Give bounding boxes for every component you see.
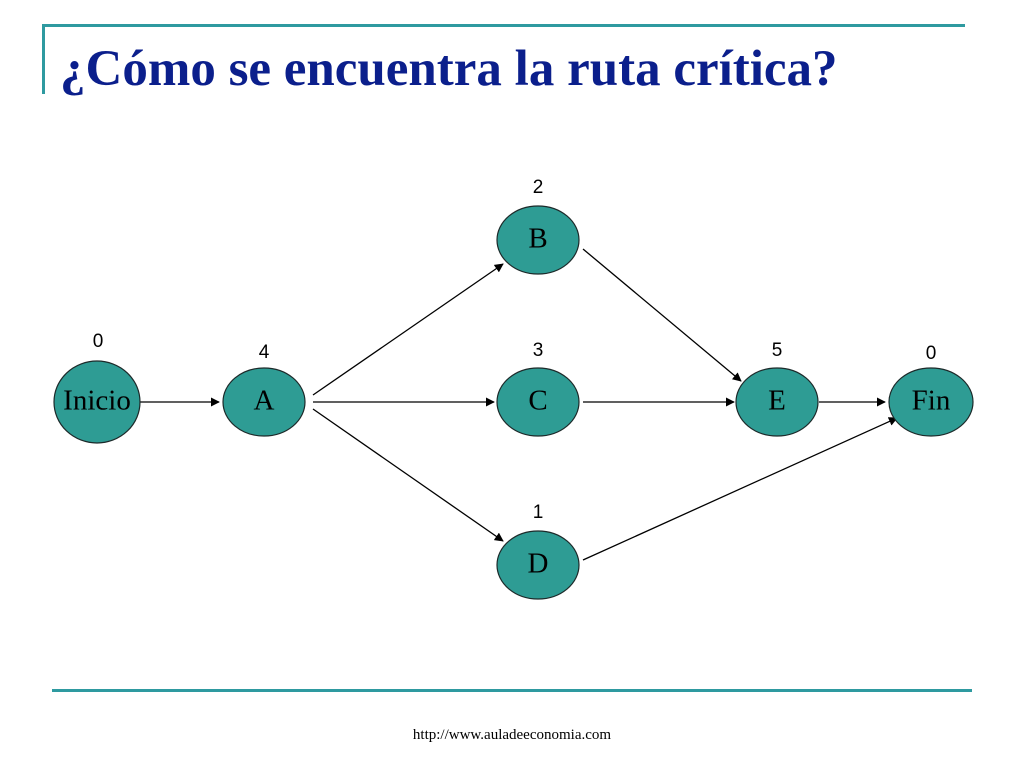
edge-b-e xyxy=(582,248,742,382)
slide-title: ¿Cómo se encuentra la ruta crítica? xyxy=(60,41,838,97)
node-b xyxy=(496,205,580,275)
node-a xyxy=(222,367,306,437)
node-b-label: B xyxy=(528,223,547,255)
node-a-duration: 4 xyxy=(259,342,270,363)
node-d xyxy=(496,530,580,600)
node-c-label: C xyxy=(528,385,547,417)
accent-top-line xyxy=(42,24,965,27)
edge-a-d xyxy=(312,408,504,542)
node-fin xyxy=(888,367,974,437)
node-c-duration: 3 xyxy=(533,340,544,361)
node-inicio xyxy=(53,360,141,444)
accent-left-stub xyxy=(42,24,45,94)
footer-url: http://www.auladeeconomia.com xyxy=(412,727,612,743)
node-fin-duration: 0 xyxy=(926,343,937,364)
edge-d-fin xyxy=(582,417,898,561)
edge-a-b xyxy=(312,263,504,396)
node-e-duration: 5 xyxy=(772,340,783,361)
node-d-duration: 1 xyxy=(533,502,544,523)
bottom-rule xyxy=(52,689,972,692)
node-a-label: A xyxy=(254,385,275,417)
node-inicio-duration: 0 xyxy=(93,331,104,352)
node-inicio-label: Inicio xyxy=(63,385,131,417)
node-c xyxy=(496,367,580,437)
node-fin-label: Fin xyxy=(912,385,951,417)
node-e-label: E xyxy=(768,385,786,417)
node-b-duration: 2 xyxy=(533,177,544,198)
node-e xyxy=(735,367,819,437)
node-d-label: D xyxy=(528,548,549,580)
